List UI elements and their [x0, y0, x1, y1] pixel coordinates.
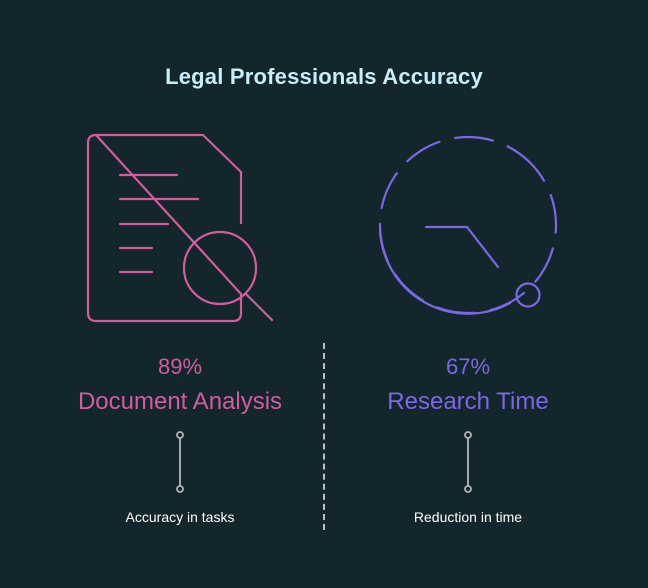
- research-time-connector: [464, 431, 472, 493]
- page-title: Legal Professionals Accuracy: [165, 64, 483, 89]
- clock-timer-icon: [378, 135, 558, 315]
- research-time-caption: Reduction in time: [413, 509, 523, 525]
- document-magnifier-icon: [86, 133, 274, 323]
- document-analysis-label: Document Analysis: [77, 388, 283, 415]
- research-time-percent: 67%: [445, 354, 491, 379]
- document-analysis-connector: [176, 431, 184, 493]
- document-analysis-caption: Accuracy in tasks: [125, 509, 235, 525]
- research-time-label: Research Time: [387, 388, 549, 415]
- column-divider: [323, 343, 325, 530]
- document-analysis-percent: 89%: [157, 354, 203, 379]
